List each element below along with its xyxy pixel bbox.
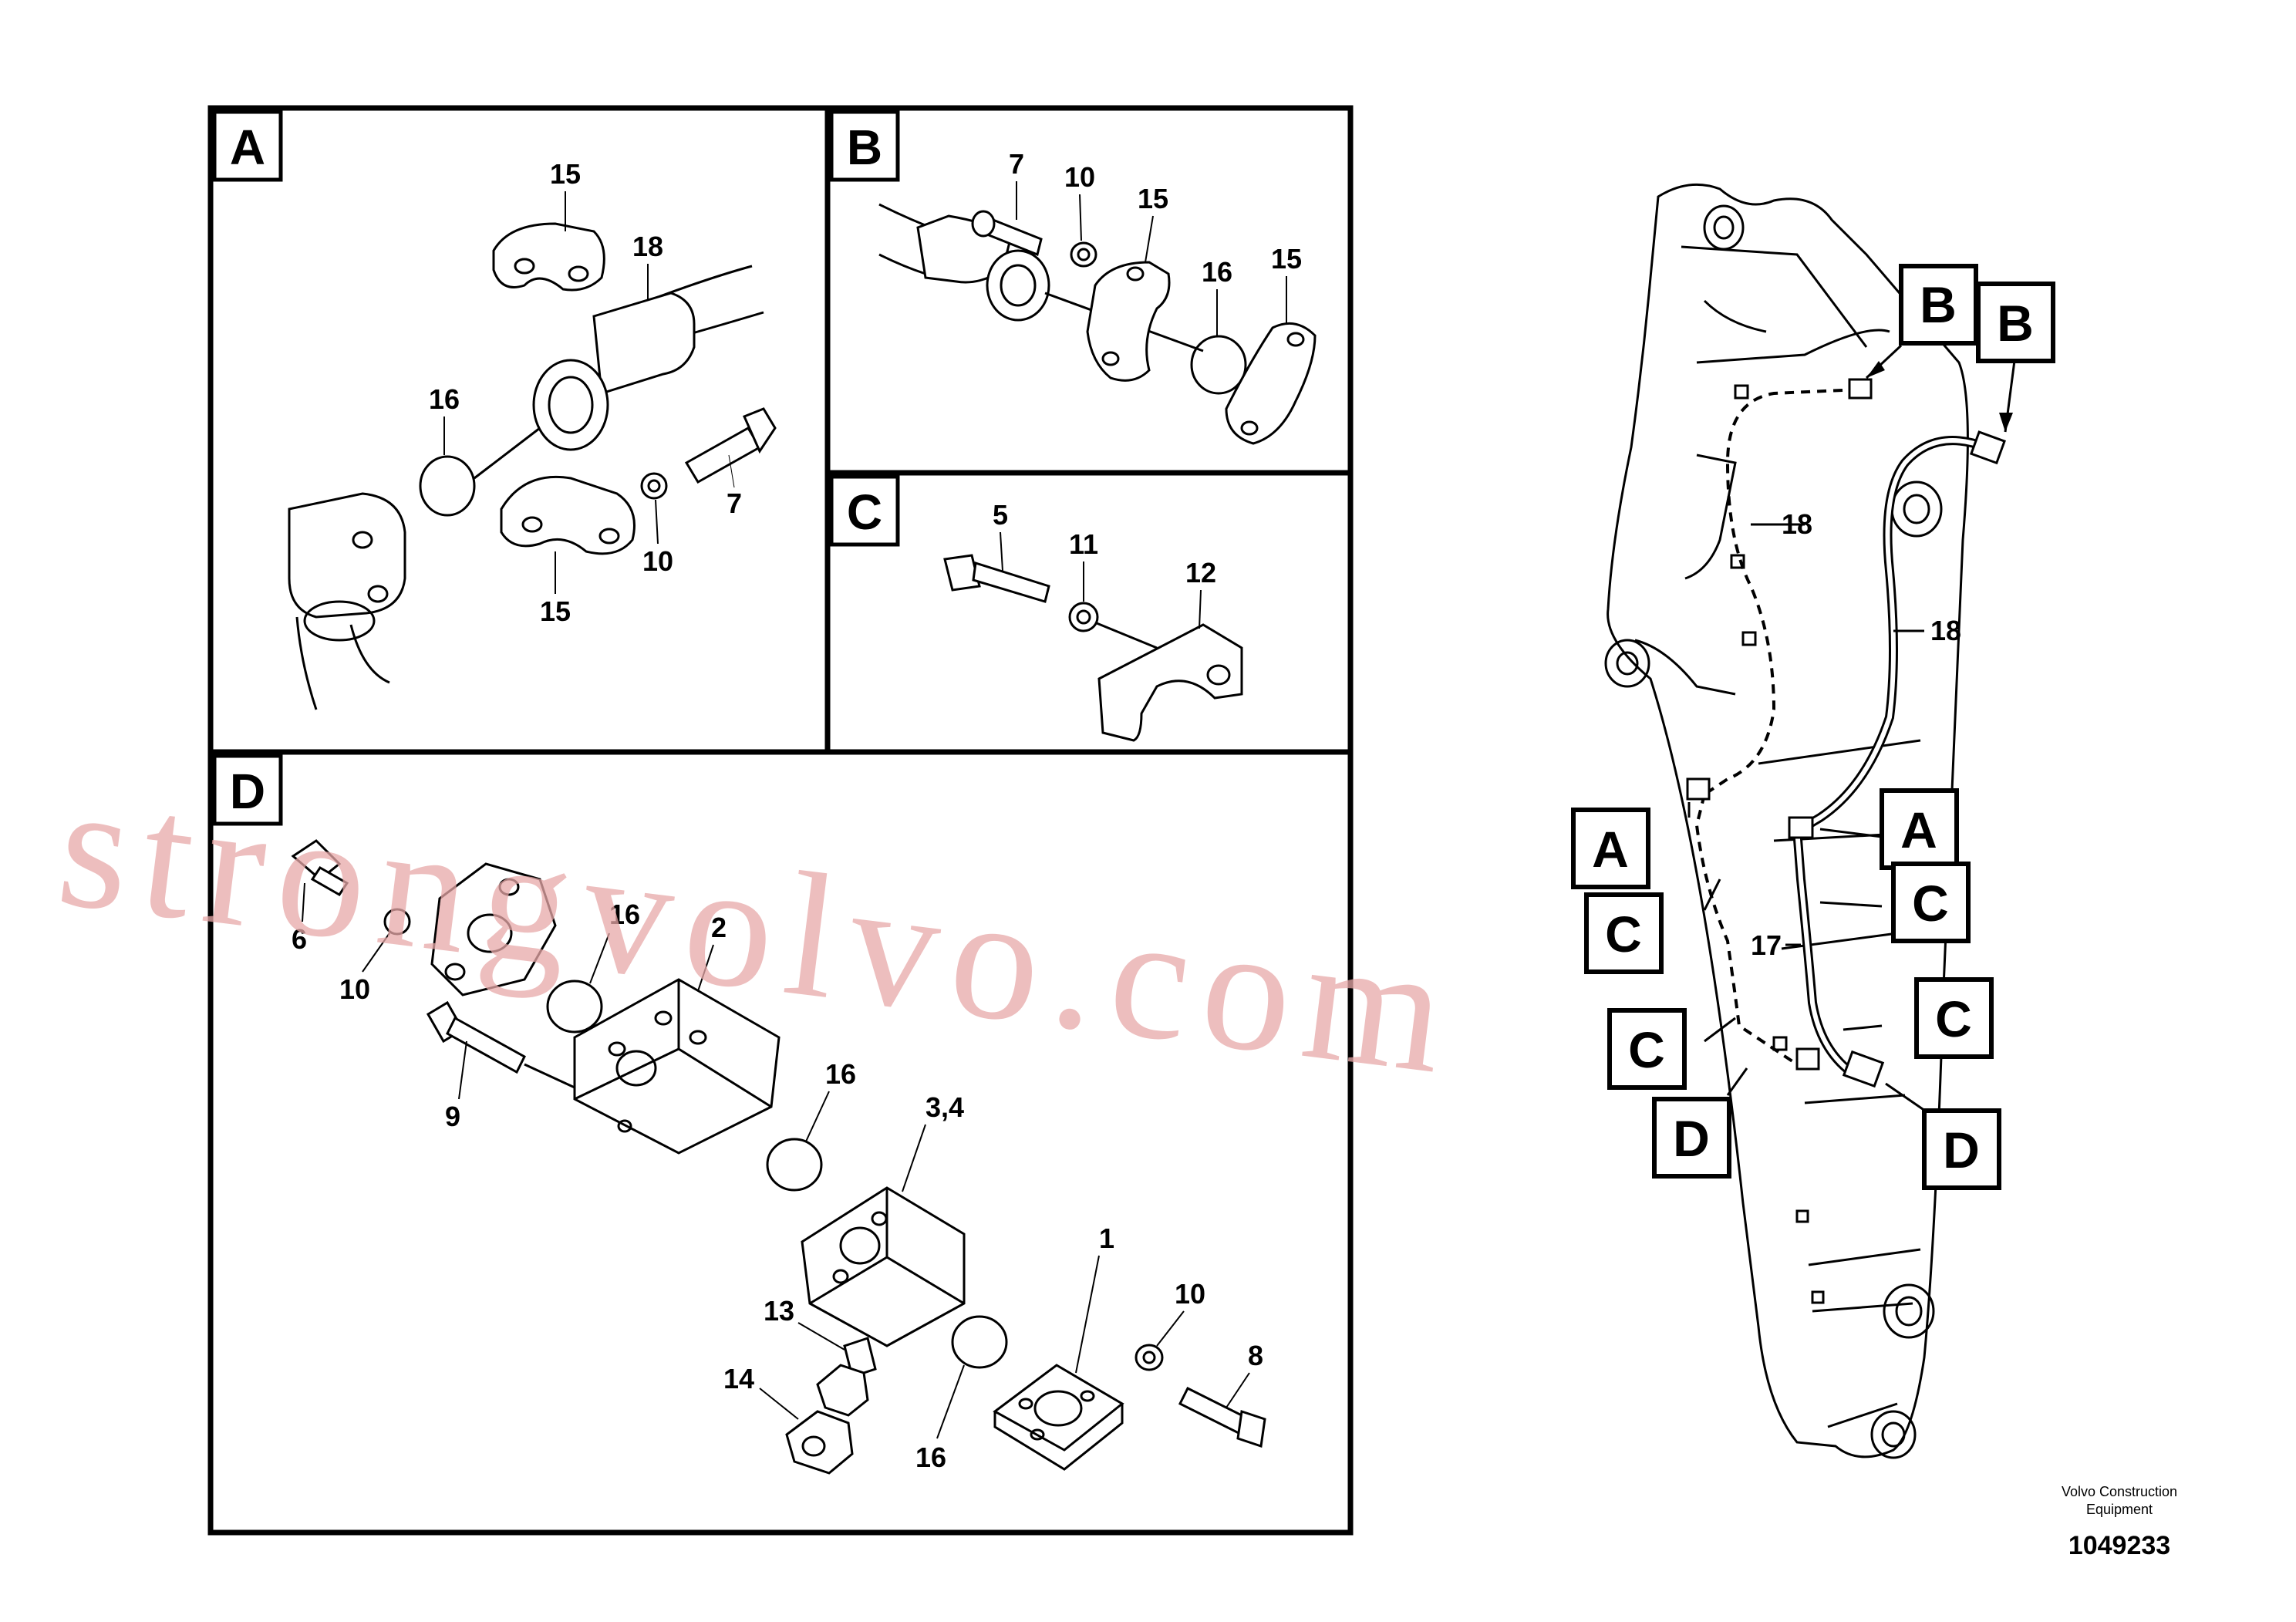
callout-a-visible: A — [1900, 801, 1937, 858]
panel-frames — [207, 105, 1354, 1536]
label-d-14: 14 — [723, 1363, 754, 1394]
bolt-c — [972, 561, 1050, 603]
manufacturer-line-1: Volvo Construction — [2062, 1484, 2177, 1499]
footer: Volvo Construction Equipment 1049233 — [2062, 1484, 2177, 1560]
label-d-3-4: 3,4 — [925, 1091, 964, 1123]
callout-b-visible: B — [1997, 295, 2034, 352]
label-d-16-top: 16 — [609, 899, 640, 930]
label-c-5: 5 — [993, 499, 1008, 531]
o-ring-d-3 — [951, 1315, 1008, 1369]
washer-6 — [383, 908, 411, 936]
clamp-half-b-2 — [1225, 322, 1317, 445]
label-d-8: 8 — [1248, 1340, 1263, 1371]
panel-d-letter: D — [230, 764, 265, 819]
o-ring-b — [1190, 335, 1247, 395]
flange-ring-a — [532, 359, 609, 451]
label-d-1: 1 — [1099, 1222, 1114, 1254]
label-b-7: 7 — [1009, 148, 1024, 180]
label-a-16: 16 — [429, 383, 460, 415]
block-3-4 — [801, 1186, 966, 1347]
panel-a-letter: A — [230, 120, 265, 175]
fitting-13 — [843, 1337, 877, 1378]
label-d-9: 9 — [445, 1101, 460, 1132]
washer-8 — [1135, 1344, 1164, 1371]
doc-number: 1049233 — [2068, 1531, 2170, 1560]
washer-a — [640, 472, 668, 500]
panel-d: D — [212, 754, 1266, 1475]
boom-outline — [1607, 183, 1969, 1458]
fitting-b — [986, 249, 1050, 322]
panel-c-letter: C — [847, 484, 882, 540]
clamp-half-b-1 — [1086, 261, 1171, 382]
panel-b-letter: B — [847, 120, 882, 175]
label-c-11: 11 — [1069, 528, 1098, 560]
callout-d-hidden: D — [1673, 1110, 1710, 1167]
flange-d-top — [430, 862, 557, 996]
o-ring-d-1 — [546, 980, 603, 1034]
label-a-18: 18 — [632, 231, 663, 262]
bolt-a — [684, 426, 762, 484]
label-a-10: 10 — [642, 545, 673, 577]
callout-b-hidden: B — [1920, 276, 1957, 333]
label-b-15-right: 15 — [1271, 243, 1302, 275]
label-d-16-mid: 16 — [825, 1058, 856, 1090]
label-d-2: 2 — [711, 912, 727, 943]
panel-a: A 15 18 16 7 10 — [212, 110, 777, 710]
label-a-7: 7 — [727, 487, 742, 519]
flange-block-a — [288, 492, 406, 619]
panel-b: B 7 10 15 16 15 — [829, 110, 1317, 445]
washer-b — [1070, 241, 1097, 268]
label-a-15-top: 15 — [550, 158, 581, 190]
callout-d-visible: D — [1943, 1121, 1980, 1179]
label-overview-18-visible: 18 — [1930, 615, 1961, 646]
label-b-15-left: 15 — [1138, 183, 1168, 214]
boom-overview: B B A A C C C C D D 18 18 17 — [1571, 183, 2055, 1459]
label-b-16: 16 — [1202, 256, 1232, 288]
clamp-block-c — [1097, 623, 1243, 742]
hose-17-hidden — [1694, 794, 1799, 1066]
manufacturer-line-2: Equipment — [2086, 1502, 2153, 1517]
callout-a-hidden: A — [1592, 821, 1629, 878]
label-a-15-bottom: 15 — [540, 595, 571, 627]
label-overview-18-hidden: 18 — [1782, 508, 1812, 540]
o-ring-a — [419, 455, 476, 517]
fitting-14 — [785, 1410, 854, 1475]
label-c-12: 12 — [1185, 557, 1216, 588]
label-b-10: 10 — [1064, 161, 1095, 193]
label-d-10-bottom: 10 — [1175, 1278, 1205, 1310]
label-d-16-bottom: 16 — [915, 1442, 946, 1473]
washer-c — [1068, 602, 1099, 632]
callout-c-hidden-1: C — [1605, 905, 1642, 963]
callout-c-visible-1: C — [1912, 875, 1949, 932]
bolt-6 — [291, 839, 342, 881]
label-d-10-top: 10 — [339, 973, 370, 1005]
callout-c-hidden-2: C — [1628, 1021, 1665, 1078]
hose-18-hidden — [1703, 388, 1859, 796]
o-ring-d-2 — [766, 1138, 823, 1192]
hose-fitting-a — [592, 292, 696, 395]
callout-c-visible-2: C — [1935, 990, 1972, 1047]
label-d-13: 13 — [764, 1295, 794, 1327]
panel-c: C 5 11 12 — [829, 474, 1243, 742]
bolt-head-c — [943, 554, 981, 592]
clamp-half-upper-a — [492, 222, 605, 292]
label-overview-17: 17 — [1751, 929, 1782, 961]
label-d-6: 6 — [292, 923, 307, 955]
